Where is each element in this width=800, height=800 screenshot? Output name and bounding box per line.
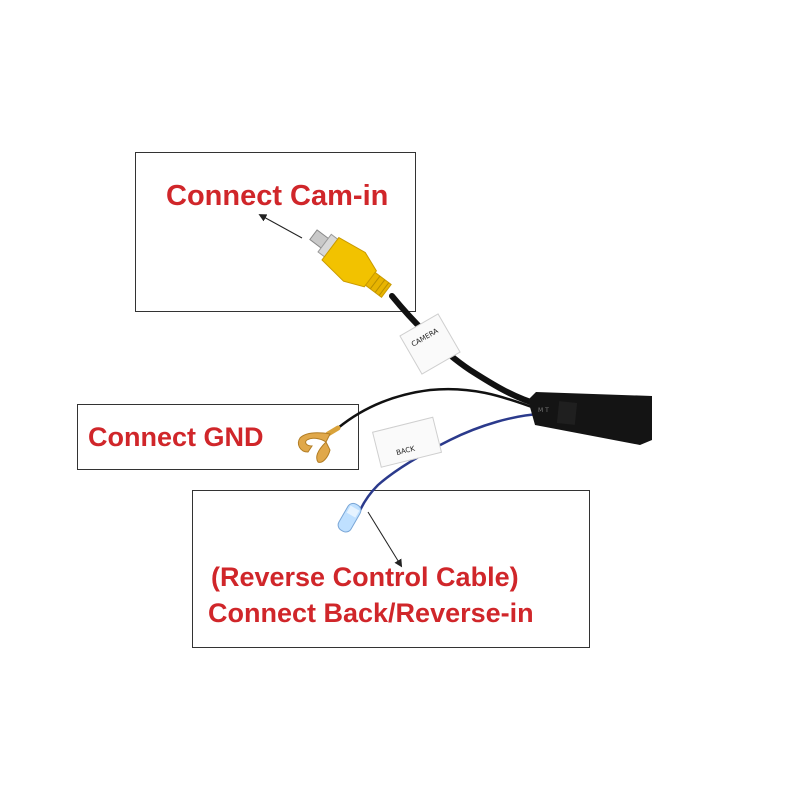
back-cable-tag: BACK xyxy=(371,416,443,468)
rca-plug xyxy=(309,229,392,298)
cam-in-arrow xyxy=(258,214,303,239)
rca-cable xyxy=(389,293,543,408)
reverse-label-line1: (Reverse Control Cable) xyxy=(211,562,519,592)
gnd-label: Connect GND xyxy=(88,422,264,452)
reverse-terminal xyxy=(337,502,362,533)
cam-in-callout-box xyxy=(135,152,416,312)
svg-text:M T: M T xyxy=(538,407,549,414)
junction-box: M T xyxy=(528,392,652,445)
fork-terminal xyxy=(297,425,341,463)
rca-cable-tag: CAMERA xyxy=(399,313,461,375)
gnd-callout-box xyxy=(77,404,359,470)
gnd-wire xyxy=(337,387,541,429)
reverse-label-line2: Connect Back/Reverse-in xyxy=(208,598,534,628)
cam-in-label: Connect Cam-in xyxy=(166,180,389,212)
reverse-callout-box xyxy=(192,490,590,648)
reverse-arrow xyxy=(367,511,403,568)
